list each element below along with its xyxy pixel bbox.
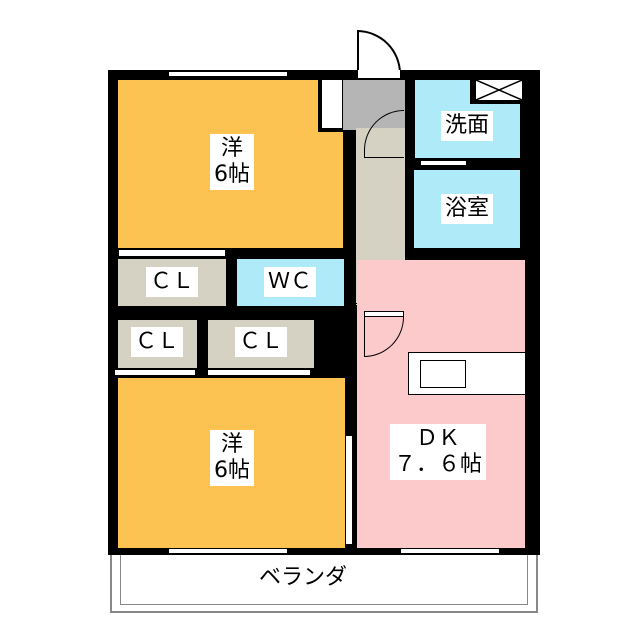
vent-icon bbox=[475, 79, 523, 101]
window-top bbox=[168, 71, 288, 77]
toilet-label: ＷＣ bbox=[263, 267, 317, 297]
shaft bbox=[322, 80, 342, 128]
room-size: 6帖 bbox=[214, 162, 250, 187]
closet-door-top bbox=[118, 249, 226, 257]
entrance-door-opening bbox=[358, 70, 400, 78]
room-name: 洋 bbox=[220, 136, 243, 161]
entrance-door-swing bbox=[357, 30, 401, 74]
closet-door-bottom-2 bbox=[207, 369, 311, 376]
window-bottom bbox=[168, 548, 288, 554]
sliding-door-dk bbox=[345, 435, 353, 545]
bathroom-label: 浴室 bbox=[440, 194, 494, 224]
closet-3-label: ＣＬ bbox=[234, 327, 288, 357]
dk-label: ＤＫ ７．６帖 bbox=[389, 424, 487, 480]
balcony-label: ベランダ bbox=[254, 563, 352, 593]
western-room-bottom-label: 洋 6帖 bbox=[210, 430, 254, 486]
dk-door bbox=[364, 311, 404, 317]
room-name: ＤＫ bbox=[415, 426, 461, 451]
room-size: ７．６帖 bbox=[393, 452, 483, 477]
dining-kitchen bbox=[357, 260, 525, 548]
western-room-top-label: 洋 6帖 bbox=[210, 134, 254, 190]
balcony-inner bbox=[120, 555, 528, 605]
closet-1-label: ＣＬ bbox=[145, 267, 199, 297]
window-dk bbox=[400, 548, 500, 554]
closet-2-label: ＣＬ bbox=[130, 327, 184, 357]
bath-door bbox=[420, 160, 467, 166]
kitchen-sink bbox=[420, 360, 466, 388]
room-name: 洋 bbox=[220, 432, 243, 457]
balcony bbox=[110, 555, 538, 613]
washroom-label: 洗面 bbox=[440, 111, 494, 141]
room-size: 6帖 bbox=[214, 458, 250, 483]
closet-door-bottom-1 bbox=[114, 369, 196, 376]
